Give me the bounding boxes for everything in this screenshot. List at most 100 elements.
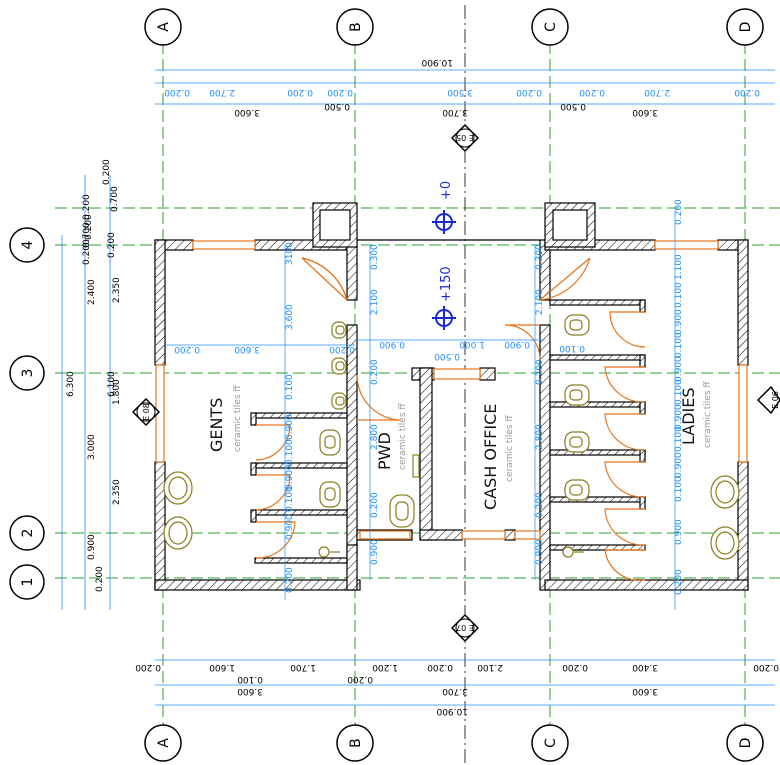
- dim-value: 6.300: [66, 371, 76, 397]
- dim-top-overall: 10.900: [421, 57, 453, 67]
- section-tag-top: E 05: [450, 123, 480, 153]
- toilet-icon: [564, 384, 590, 406]
- grab-bar: [412, 454, 420, 478]
- grid-label: 2: [20, 529, 36, 538]
- dim-value: 0.200: [84, 214, 94, 240]
- dim-value: 0.900: [674, 356, 684, 382]
- walls: [154, 202, 749, 591]
- room-sub-ladies: ceramic tiles ff: [703, 381, 713, 448]
- grid-label: B: [348, 22, 364, 32]
- level-upper: +0: [439, 181, 454, 200]
- dim-value: 0.300: [535, 244, 545, 270]
- dims-left: 0.700 0.200 0.200 2.400 3.000 0.900 0.20…: [61, 159, 122, 610]
- dim-value: 2.350: [112, 479, 122, 505]
- grid-bubble-2: 2: [9, 515, 45, 551]
- urinal-icon: [331, 392, 347, 410]
- dim-value: 0.200: [287, 87, 313, 97]
- interior-dim-values: 3100 3.600 0.200 3.600 0.200 0.100 0.900…: [174, 199, 684, 595]
- interior-dims: 3100 3.600 0.200 3.600 0.200 0.100 0.900…: [165, 199, 684, 610]
- dim-value: 0.200: [107, 232, 117, 258]
- grid-label: 1: [20, 578, 36, 587]
- dim-value: 0.200: [347, 674, 373, 684]
- section-label: E 05: [456, 133, 474, 142]
- grid-label: 4: [20, 240, 36, 249]
- dim-value: 3.700: [442, 686, 468, 696]
- dim-value: 0.200: [535, 492, 545, 518]
- dim-value: 3.600: [237, 686, 263, 696]
- dim-value: 0.200: [135, 662, 161, 672]
- dim-value: 0.200: [674, 569, 684, 595]
- grid-label: D: [738, 738, 754, 749]
- dim-value: 2.350: [112, 277, 122, 303]
- dim-value: 0.900: [535, 539, 545, 565]
- urinal-icon: [331, 357, 347, 375]
- dim-value: 1.200: [372, 662, 398, 672]
- dim-value: 0.900: [504, 339, 530, 349]
- dim-value: 0.200: [516, 87, 542, 97]
- toilet-icon: [564, 314, 590, 336]
- dim-value: 2.800: [370, 424, 380, 450]
- dim-value: 0.100: [674, 282, 684, 308]
- basin-icon: [710, 526, 740, 560]
- dim-value: 0.100: [559, 343, 585, 353]
- dim-value: 2.400: [87, 279, 97, 305]
- dim-value: 0.900: [674, 404, 684, 430]
- grid-label: A: [156, 22, 172, 32]
- dim-value: 3.600: [632, 107, 658, 117]
- dim-value: 0.300: [370, 244, 380, 270]
- grid-bubble-d-top: D: [726, 8, 764, 46]
- sink-icon: [562, 546, 584, 558]
- dims-bottom: 0.200 1.600 1.700 1.200 0.200 2.100 0.20…: [135, 659, 779, 716]
- room-sub-gents: ceramic tiles ff: [233, 385, 243, 452]
- dim-value: 3.600: [234, 344, 260, 354]
- dim-value: 0.900: [285, 464, 295, 490]
- dim-value: 0.200: [370, 359, 380, 385]
- grid-label: C: [543, 22, 559, 32]
- dim-value: 6.100: [107, 371, 117, 397]
- dim-value: 0.200: [285, 567, 295, 593]
- doors: [255, 257, 646, 581]
- grid-bubble-c-bottom: C: [531, 724, 569, 762]
- dim-value: 0.200: [164, 87, 190, 97]
- room-labels: GENTS ceramic tiles ff PWD ceramic tiles…: [207, 381, 713, 510]
- dim-value: 0.100: [285, 374, 295, 400]
- grid-label: C: [543, 738, 559, 748]
- grid-bubble-a-bottom: A: [144, 724, 182, 762]
- dim-value: 3.600: [285, 304, 295, 330]
- toilet-icon: [389, 494, 415, 528]
- grid-label: D: [738, 22, 754, 33]
- dim-value: 0.200: [174, 344, 200, 354]
- dim-value: 0.100: [674, 332, 684, 358]
- dim-bottom-chain: 0.200 1.600 1.700 1.200 0.200 2.100 0.20…: [135, 662, 779, 716]
- basin-icon: [163, 471, 193, 505]
- section-label: E 06: [771, 391, 780, 409]
- dim-value: 3100: [285, 242, 295, 265]
- dim-value: 3.400: [632, 662, 658, 672]
- dim-value: 1.800: [112, 379, 122, 405]
- grid-bubble-c-top: C: [531, 8, 569, 46]
- level-marker-icon: [432, 210, 456, 234]
- dim-value: 2.100: [370, 289, 380, 315]
- dim-value: 0.100: [674, 379, 684, 405]
- dim-value: 0.900: [674, 519, 684, 545]
- dim-value: 3.500: [447, 87, 473, 97]
- dim-value: 0.100: [674, 426, 684, 452]
- section-label: E 08: [142, 403, 151, 421]
- dim-value: 2.700: [209, 87, 235, 97]
- dims-top: 10.900 0.200 2.700 0.200 0.200 3.500 0.2…: [155, 57, 775, 117]
- dim-value: 0.200: [427, 662, 453, 672]
- dim-value: 0.200: [734, 87, 760, 97]
- windows: [155, 240, 748, 540]
- room-label-pwd: PWD: [375, 432, 394, 470]
- dim-value: 2.700: [644, 87, 670, 97]
- dim-value: 0.500: [434, 351, 460, 361]
- dim-value: 0.200: [82, 194, 92, 220]
- dim-value: 0.500: [324, 101, 350, 111]
- grid-label: A: [156, 738, 172, 748]
- dim-value: 0.700: [82, 222, 92, 248]
- dim-value: 0.700: [110, 186, 120, 212]
- toilet-icon: [319, 481, 341, 508]
- grid-bubble-3: 3: [9, 355, 45, 391]
- dim-value: 2.100: [535, 289, 545, 315]
